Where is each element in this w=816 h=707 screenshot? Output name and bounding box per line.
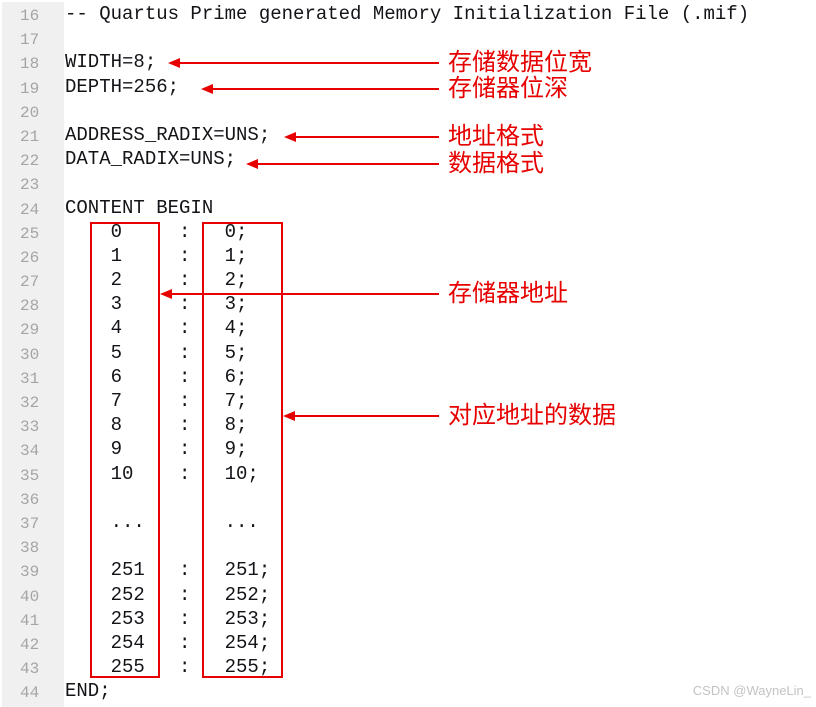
arrow-left-icon [283, 411, 295, 421]
line-number: 32 [20, 394, 40, 412]
line-number: 28 [20, 297, 40, 316]
arrow-shaft [210, 88, 439, 90]
annotation-arrow [283, 411, 439, 421]
line-number: 31 [20, 369, 40, 388]
line-number: 38 [20, 539, 40, 558]
line-number: 17 [20, 31, 40, 50]
editor-gutter: 16 17 18 19 20 21 22 23 24 25 26 27 28 29 30 31 32 33 34 35… [2, 2, 64, 707]
arrow-shaft [293, 136, 439, 138]
annotation-arrow [160, 289, 439, 299]
line-number: 21 [20, 127, 40, 146]
annotation-arrow [168, 58, 439, 68]
code-line [65, 171, 749, 195]
code-line: 255 : 255; [65, 656, 271, 679]
code-line: 0 : 0; [65, 220, 248, 243]
line-number: 25 [20, 224, 40, 243]
line-number: 26 [20, 248, 40, 267]
address-column-box [90, 222, 160, 678]
code-line: 1 : 1; [65, 244, 248, 267]
line-number: 37 [20, 514, 40, 533]
code-line [65, 486, 749, 510]
code-line: 10 : 10; [65, 462, 259, 485]
line-number: 44 [20, 684, 40, 703]
code-line: 5 : 5; [65, 341, 248, 364]
code-line: -- Quartus Prime generated Memory Initia… [65, 3, 750, 25]
line-number: 27 [20, 273, 40, 292]
annotation-arrow [284, 132, 439, 142]
arrow-shaft [169, 293, 439, 295]
line-number: 22 [20, 152, 40, 171]
annotation-label: 存储器地址 [448, 281, 568, 307]
code-line: 3 : 3; [65, 293, 248, 316]
code-line [65, 99, 749, 123]
arrow-left-icon [284, 132, 296, 142]
line-number: 40 [20, 587, 40, 606]
line-number: 33 [20, 418, 40, 437]
line-number: 34 [20, 442, 40, 461]
arrow-left-icon [246, 159, 258, 169]
line-number: 23 [20, 176, 40, 195]
line-number: 39 [20, 563, 40, 582]
line-number: 43 [20, 660, 40, 679]
annotation-label: 存储数据位宽 [448, 50, 592, 76]
line-number: 19 [20, 79, 40, 98]
code-area[interactable]: -- Quartus Prime generated Memory Initia… [65, 2, 749, 703]
data-column-box [202, 222, 283, 678]
annotation-arrow [201, 84, 439, 94]
code-line: 8 : 8; [65, 414, 248, 437]
line-number: 41 [20, 611, 40, 630]
line-number: 16 [20, 7, 40, 25]
code-line [65, 26, 749, 50]
code-line: 252 : 252; [65, 583, 271, 606]
annotation-label: 存储器位深 [448, 76, 568, 102]
line-number: 18 [20, 55, 40, 74]
code-line: ... ... [65, 510, 259, 533]
code-line: 6 : 6; [65, 365, 248, 388]
code-line: DEPTH=256; [65, 75, 180, 98]
code-line: WIDTH=8; [65, 51, 157, 74]
line-number: 24 [20, 200, 40, 219]
code-line: 4 : 4; [65, 317, 248, 340]
arrow-shaft [177, 62, 439, 64]
editor-gutter-numbers: 16 17 18 19 20 21 22 23 24 25 26 27 28 29 30 31 32 33 34 35… [20, 4, 39, 705]
code-line: ADDRESS_RADIX=UNS; [65, 123, 271, 146]
arrow-shaft [255, 163, 439, 165]
code-line: 9 : 9; [65, 438, 248, 461]
code-line: 254 : 254; [65, 631, 271, 654]
code-line: 7 : 7; [65, 390, 248, 412]
arrow-left-icon [160, 289, 172, 299]
arrow-left-icon [201, 84, 213, 94]
code-line: END; [65, 680, 111, 703]
line-number: 42 [20, 635, 40, 654]
code-line [65, 534, 749, 558]
line-number: 35 [20, 466, 40, 485]
annotation-label: 数据格式 [448, 151, 544, 177]
line-number: 29 [20, 321, 40, 340]
line-number: 20 [20, 103, 40, 122]
code-line: 253 : 253; [65, 607, 271, 630]
code-line: DATA_RADIX=UNS; [65, 148, 237, 171]
annotation-label: 对应地址的数据 [448, 403, 616, 429]
arrow-left-icon [168, 58, 180, 68]
code-line: 2 : 2; [65, 269, 248, 292]
code-line: CONTENT BEGIN [65, 196, 214, 219]
code-line: 251 : 251; [65, 559, 271, 582]
annotation-arrow [246, 159, 439, 169]
line-number: 36 [20, 490, 40, 509]
line-number: 30 [20, 345, 40, 364]
annotation-label: 地址格式 [448, 124, 544, 150]
watermark: CSDN @WayneLin_ [692, 683, 811, 698]
arrow-shaft [292, 415, 439, 417]
